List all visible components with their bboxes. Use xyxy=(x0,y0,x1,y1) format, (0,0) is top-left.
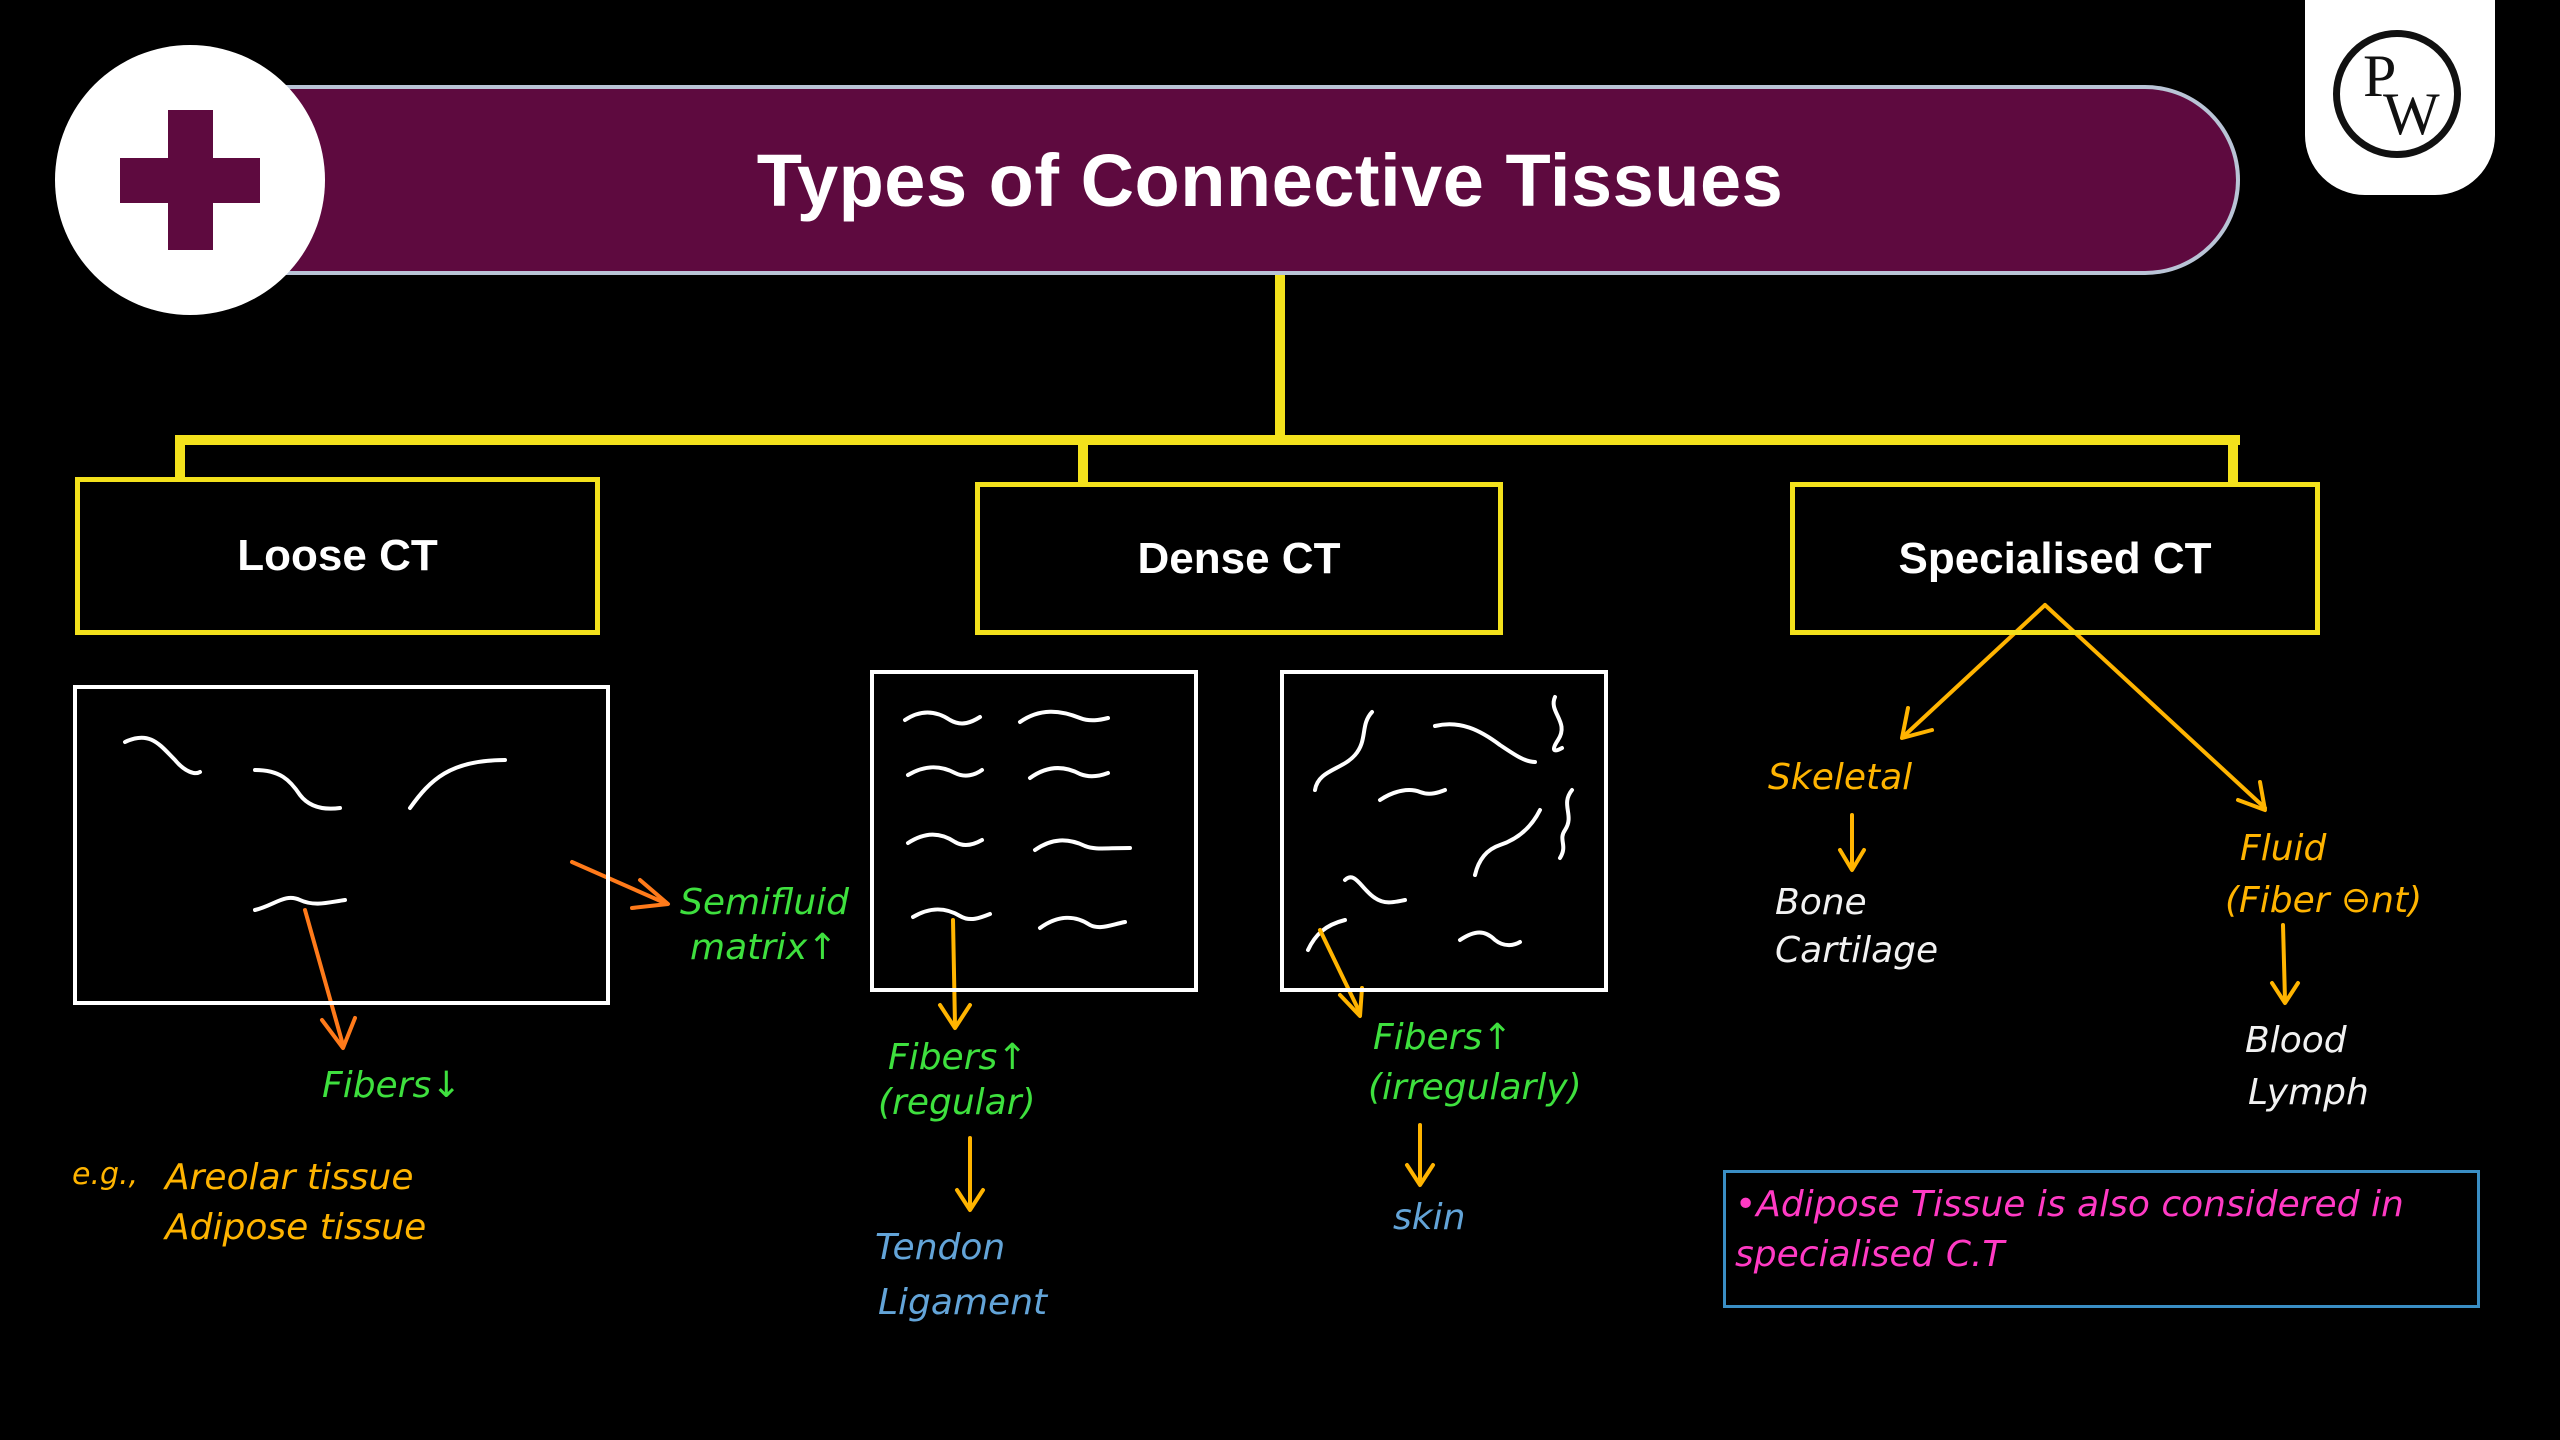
loose-ct-label: Loose CT xyxy=(237,531,438,580)
medical-cross-icon xyxy=(55,45,325,315)
skeletal-label: Skeletal xyxy=(1768,757,1913,798)
tendon-label: Tendon xyxy=(875,1227,1006,1268)
semifluid-label: Semifluid xyxy=(680,882,849,923)
specialised-ct-box: Specialised CT xyxy=(1790,482,2320,635)
pw-logo: P W xyxy=(2305,0,2495,195)
dense-ct-box: Dense CT xyxy=(975,482,1503,635)
matrix-label: matrix↑ xyxy=(690,927,838,968)
regular-note: (regular) xyxy=(878,1082,1036,1123)
specialised-ct-label: Specialised CT xyxy=(1898,533,2212,583)
loose-fibers-label: Fibers↓ xyxy=(322,1065,462,1106)
irregular-tissue-sketch xyxy=(1280,670,1608,992)
irregular-fibers-label: Fibers↑ xyxy=(1373,1017,1513,1058)
irregular-note: (irregularly) xyxy=(1368,1067,1582,1108)
tree-connectors xyxy=(175,240,2240,485)
example-prefix: e.g., xyxy=(72,1157,139,1192)
lymph-label: Lymph xyxy=(2248,1072,2369,1113)
loose-ct-box: Loose CT xyxy=(75,477,600,635)
fluid-note: (Fiber ⊖nt) xyxy=(2225,880,2423,921)
regular-tissue-sketch xyxy=(870,670,1198,992)
fluid-label: Fluid xyxy=(2240,828,2327,869)
regular-fibers xyxy=(903,709,1132,930)
loose-fibers xyxy=(123,735,507,912)
adipose-note-box xyxy=(1723,1170,2480,1308)
cartilage-label: Cartilage xyxy=(1775,930,1939,971)
title-banner xyxy=(200,85,2240,275)
annotation-arrows xyxy=(303,603,2300,1212)
regular-fibers-label: Fibers↑ xyxy=(888,1037,1028,1078)
dense-ct-label: Dense CT xyxy=(1137,533,1341,583)
ligament-label: Ligament xyxy=(878,1282,1048,1323)
example-areolar: Areolar tissue xyxy=(165,1157,414,1198)
bone-label: Bone xyxy=(1775,882,1867,923)
example-adipose: Adipose tissue xyxy=(165,1207,427,1248)
blood-label: Blood xyxy=(2245,1020,2347,1061)
loose-tissue-sketch xyxy=(73,685,610,1005)
adipose-note-text: •Adipose Tissue is also considered in sp… xyxy=(1735,1184,2404,1276)
page-title: Types of Connective Tissues xyxy=(756,138,1784,222)
skin-label: skin xyxy=(1393,1197,1466,1238)
irregular-fibers xyxy=(1306,695,1574,952)
